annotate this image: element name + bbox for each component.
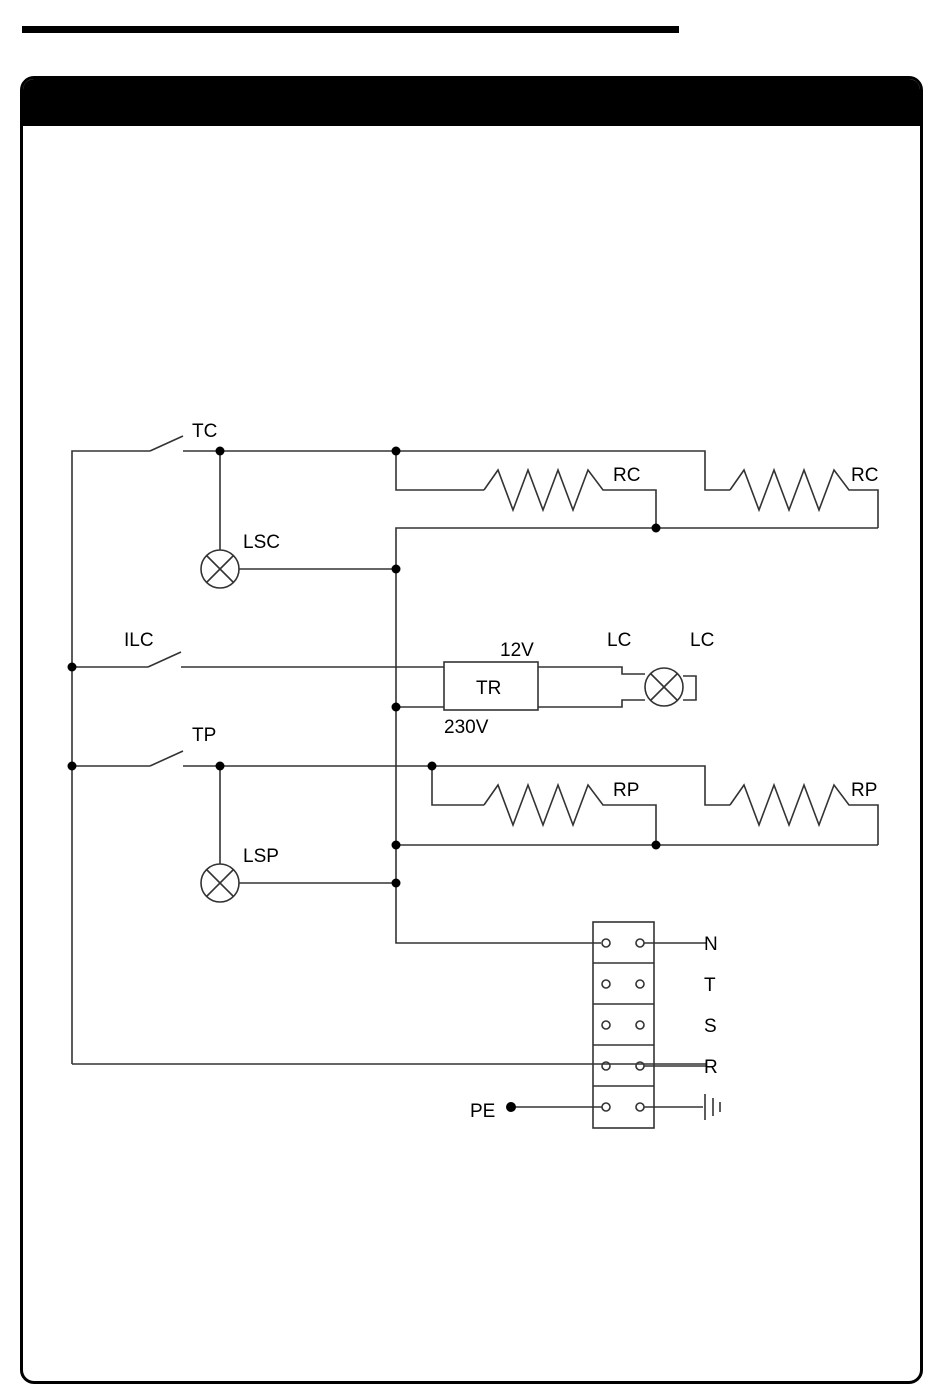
left-bus-wire	[72, 451, 150, 1064]
label-lc-1: LC	[607, 630, 631, 651]
label-t: T	[704, 975, 716, 996]
lc-loop-wire	[683, 676, 696, 700]
label-tr: TR	[476, 678, 501, 699]
label-r: R	[704, 1057, 718, 1078]
label-s: S	[704, 1016, 717, 1037]
junction-dots	[68, 447, 661, 1113]
label-pe: PE	[470, 1101, 495, 1122]
label-rc-2: RC	[851, 465, 878, 486]
tc-switch-blade	[150, 436, 183, 451]
label-lsp: LSP	[243, 846, 279, 867]
label-rp-2: RP	[851, 780, 877, 801]
label-12v: 12V	[500, 640, 534, 661]
label-rp-1: RP	[613, 780, 639, 801]
label-lc-2: LC	[690, 630, 714, 651]
ilc-switch-blade	[148, 652, 181, 667]
lsp-lamp	[201, 864, 239, 902]
label-n: N	[704, 934, 718, 955]
tp-line-wire	[183, 766, 730, 805]
label-tc: TC	[192, 421, 217, 442]
label-rc-1: RC	[613, 465, 640, 486]
label-ilc: ILC	[124, 630, 154, 651]
lc-lamp	[645, 668, 683, 706]
rc1-feed-wire	[396, 451, 484, 490]
lc-secondary-wire-bottom	[538, 700, 645, 707]
label-230v: 230V	[444, 717, 489, 738]
terminal-block	[593, 922, 654, 1128]
ground-symbol	[705, 1094, 720, 1120]
tp-switch-blade	[150, 751, 183, 766]
lsc-lamp	[201, 550, 239, 588]
rp1-feed-wire	[432, 766, 484, 805]
lc-secondary-wire-top	[538, 667, 645, 674]
tc-line-wire	[183, 451, 730, 490]
label-tp: TP	[192, 725, 216, 746]
label-lsc: LSC	[243, 532, 280, 553]
